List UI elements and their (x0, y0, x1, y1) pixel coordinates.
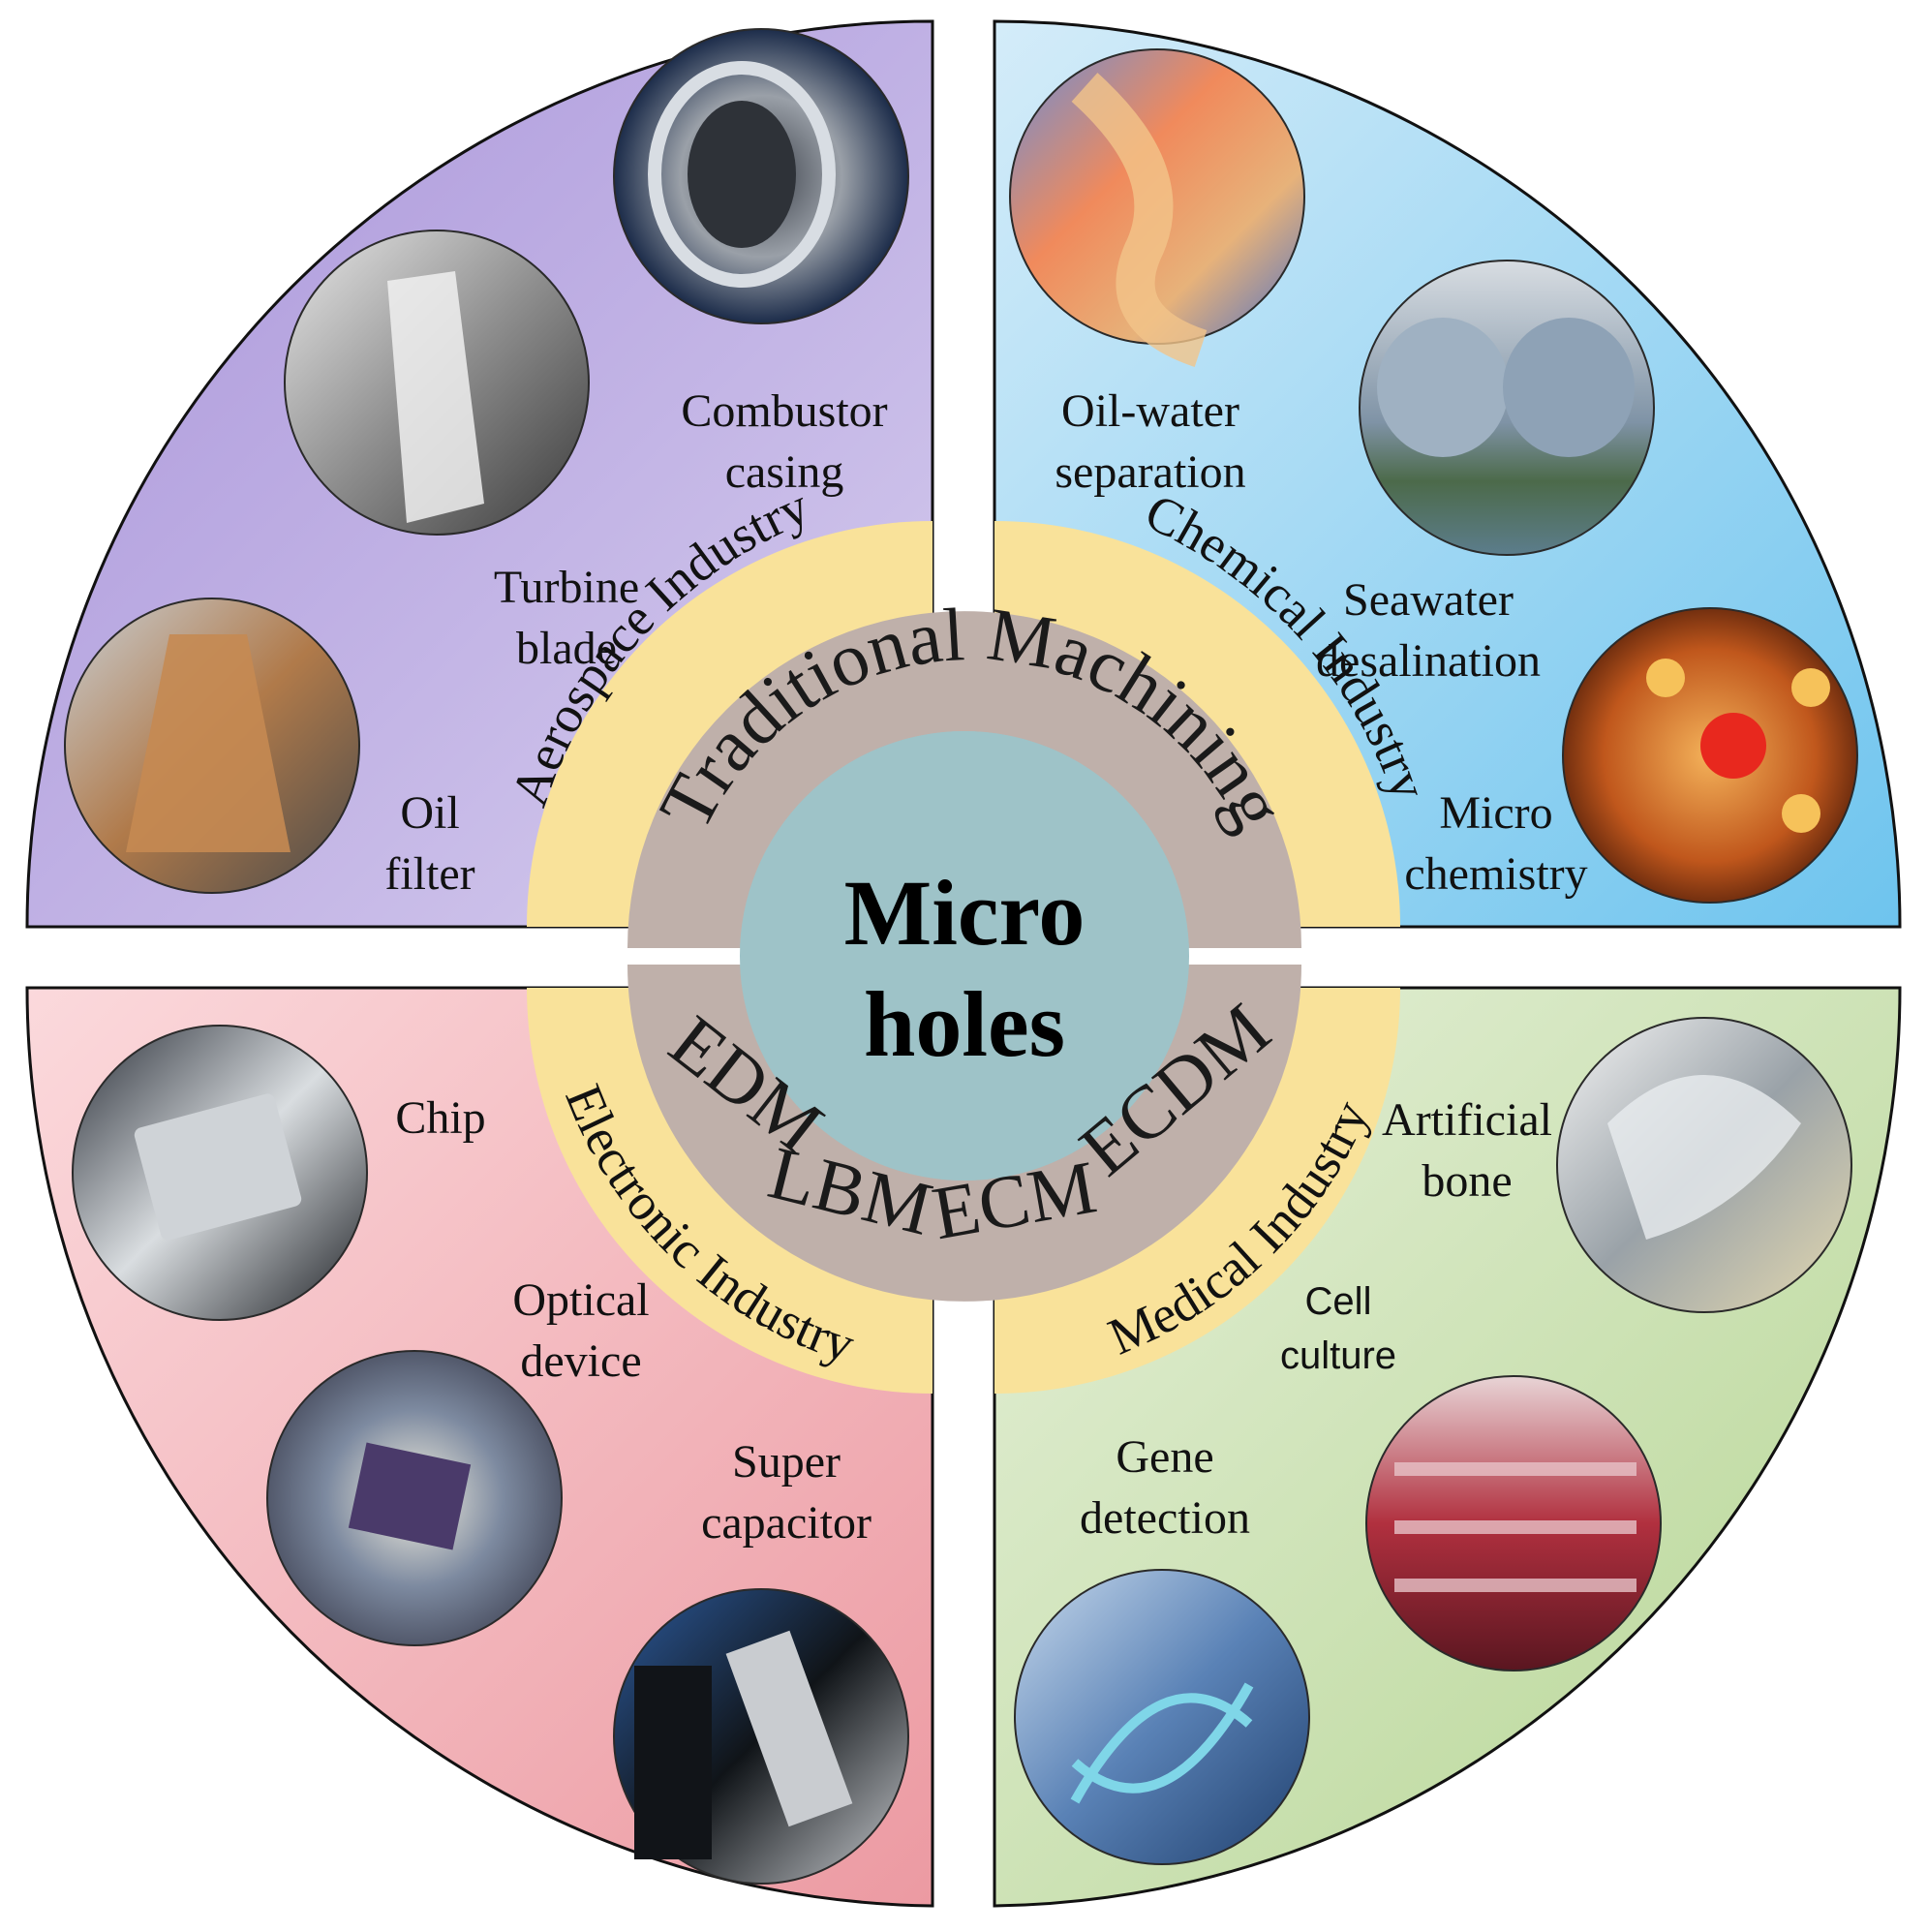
center-title-line1: Micro (844, 861, 1086, 965)
super-capacitor-label-1: Super (732, 1436, 841, 1487)
cell-culture-label-2: culture (1280, 1334, 1396, 1377)
chip-label: Chip (395, 1092, 485, 1144)
artificial-bone-photo (1556, 1017, 1852, 1313)
oil-water-label-2: separation (1055, 446, 1245, 498)
turbine-blade-label-1: Turbine (494, 562, 639, 613)
gene-detection-label-2: detection (1080, 1492, 1250, 1544)
gene-detection-label-1: Gene (1116, 1431, 1213, 1483)
seawater-desalination-photo (1359, 260, 1655, 556)
micro-chemistry-photo (1562, 607, 1858, 904)
micro-chemistry-label-2: chemistry (1404, 848, 1587, 900)
optical-device-label-1: Optical (512, 1274, 649, 1326)
artificial-bone-label-1: Artificial (1382, 1094, 1552, 1146)
cell-culture-label-1: Cell (1305, 1280, 1372, 1323)
gene-detection-photo (1014, 1569, 1310, 1865)
oil-filter-label-1: Oil (400, 787, 459, 839)
micro-chemistry-label-1: Micro (1439, 787, 1552, 839)
oil-filter-photo (64, 598, 360, 894)
center-title-line2: holes (864, 972, 1065, 1076)
chip-photo (72, 1025, 368, 1321)
seawater-label-1: Seawater (1343, 574, 1514, 626)
optical-device-photo (266, 1350, 563, 1646)
artificial-bone-label-2: bone (1422, 1155, 1512, 1207)
combustor-casing-photo (613, 28, 909, 324)
cell-culture-photo (1365, 1375, 1662, 1671)
turbine-blade-label-2: blade (516, 623, 617, 674)
super-capacitor-label-2: capacitor (701, 1497, 872, 1549)
combustor-casing-label-2: casing (725, 446, 844, 498)
seawater-label-2: desalination (1316, 635, 1541, 687)
super-capacitor-photo (613, 1588, 909, 1885)
turbine-blade-photo (284, 230, 590, 536)
combustor-casing-label-1: Combustor (681, 385, 887, 437)
oil-filter-label-2: filter (384, 848, 474, 900)
optical-device-label-2: device (520, 1335, 641, 1387)
oil-water-label-1: Oil-water (1061, 385, 1239, 437)
oil-water-separation-photo (1009, 48, 1305, 367)
